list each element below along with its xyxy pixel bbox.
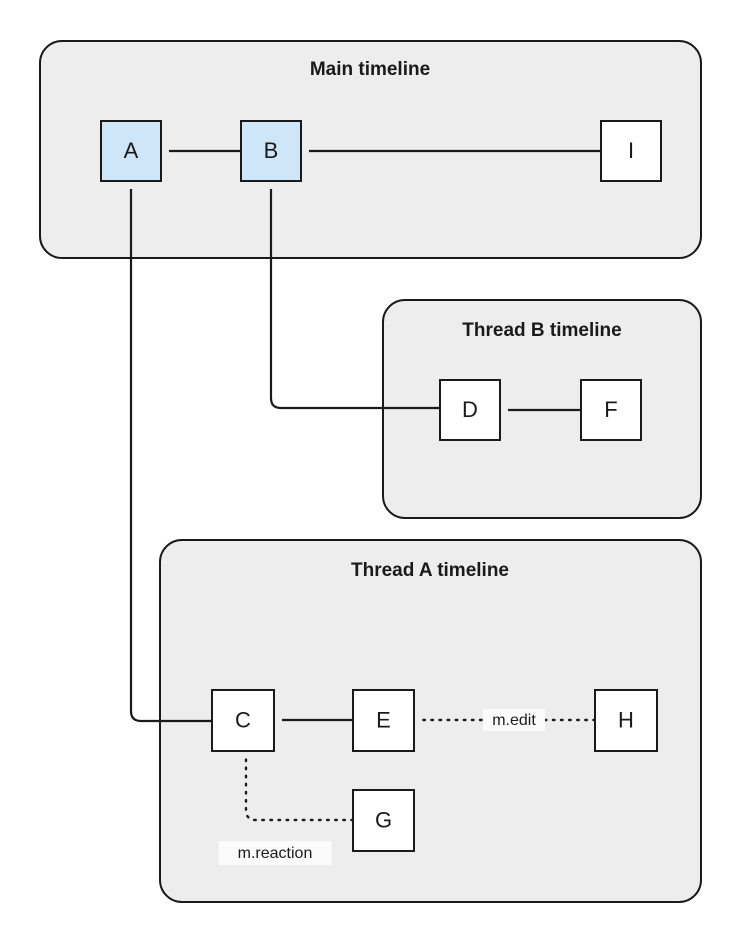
edge-label-text-G-to-C: m.reaction [238, 845, 313, 862]
node-label-A: A [124, 138, 139, 163]
edge-label-text-H-to-E: m.edit [492, 712, 536, 729]
node-label-I: I [628, 138, 634, 163]
node-label-B: B [264, 138, 279, 163]
edges-layer [129, 149, 601, 822]
edge-label-background-G-to-C [218, 841, 332, 865]
panel-main: Main timeline [39, 40, 702, 259]
node-label-G: G [375, 807, 392, 832]
panel-background-main [39, 40, 702, 259]
node-C[interactable]: C [211, 689, 275, 752]
node-box-H[interactable] [594, 689, 658, 752]
edge-C-to-A [129, 189, 212, 723]
node-box-F[interactable] [580, 379, 642, 441]
node-box-B[interactable] [240, 120, 302, 182]
edge-label-background-H-to-E [483, 709, 545, 731]
node-D[interactable]: D [439, 379, 501, 441]
node-I[interactable]: I [600, 120, 662, 182]
node-label-D: D [462, 397, 478, 422]
node-E[interactable]: E [352, 689, 415, 752]
node-F[interactable]: F [580, 379, 642, 441]
panel-title-main: Main timeline [310, 59, 430, 80]
node-label-F: F [604, 397, 617, 422]
edge-labels-layer: m.edit m.reaction [218, 709, 545, 865]
node-A[interactable]: A [100, 120, 162, 182]
node-label-E: E [376, 707, 391, 732]
node-B[interactable]: B [240, 120, 302, 182]
node-box-D[interactable] [439, 379, 501, 441]
node-label-C: C [235, 707, 251, 732]
node-G[interactable]: G [352, 789, 415, 852]
panel-title-threadA: Thread A timeline [351, 560, 509, 581]
node-label-H: H [618, 707, 634, 732]
node-box-A[interactable] [100, 120, 162, 182]
node-box-I[interactable] [600, 120, 662, 182]
edge-G-to-C [244, 757, 355, 822]
node-box-E[interactable] [352, 689, 415, 752]
node-box-C[interactable] [211, 689, 275, 752]
edge-label-G-to-C: m.reaction [218, 841, 332, 865]
nodes-layer: A B I D F C E G H [100, 120, 662, 852]
node-H[interactable]: H [594, 689, 658, 752]
node-box-G[interactable] [352, 789, 415, 852]
edge-label-H-to-E: m.edit [483, 709, 545, 731]
edge-D-to-B [269, 189, 440, 410]
panel-title-threadB: Thread B timeline [462, 320, 621, 341]
